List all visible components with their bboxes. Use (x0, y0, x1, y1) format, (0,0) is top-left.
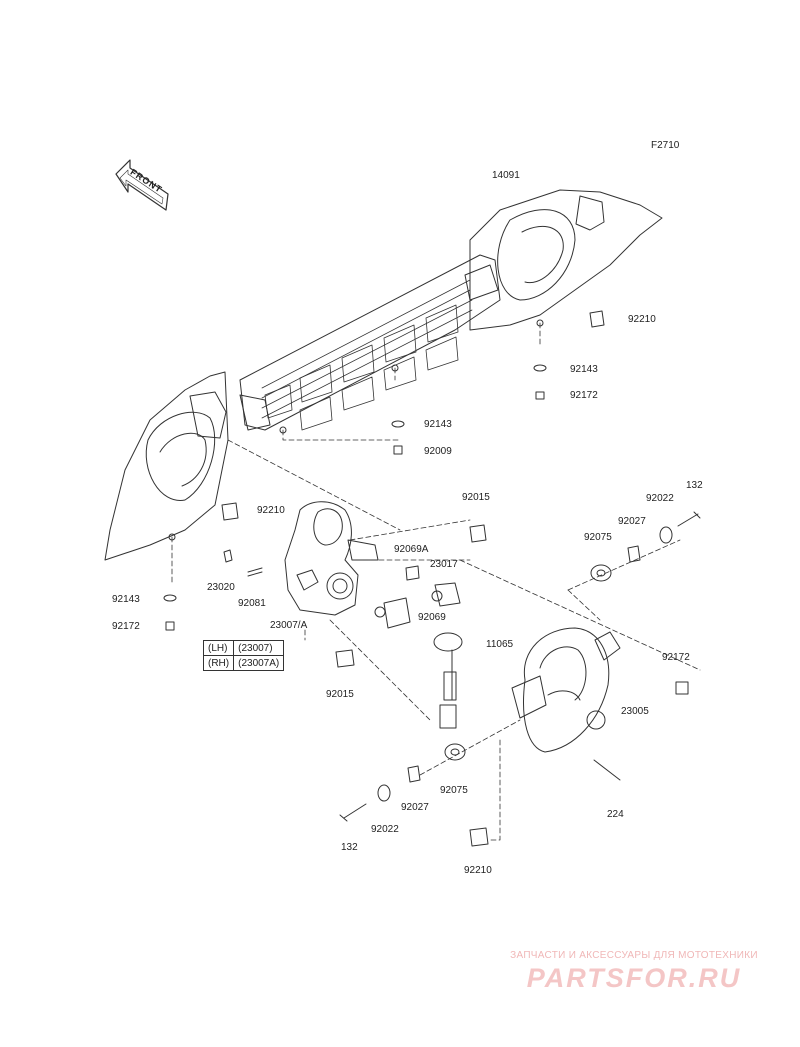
part-label-92027-top: 92027 (618, 516, 646, 527)
part-label-92069A: 92069A (394, 544, 429, 555)
variant-table: (LH) (23007) (RH) (23007A) (202, 640, 285, 671)
headlight-23005 (511, 627, 621, 753)
part-label-92075-top: 92075 (584, 532, 612, 543)
bolt-132-top (677, 511, 701, 527)
part-label-92143-left: 92143 (112, 594, 140, 605)
front-direction-arrow (115, 159, 169, 211)
bolt-92009 (393, 445, 403, 455)
washer-92143-center (391, 420, 405, 428)
collar-92027-top (627, 545, 641, 563)
part-label-92022-bottom: 92022 (371, 824, 399, 835)
washer-92022-top (659, 526, 673, 544)
part-label-23020: 23020 (207, 582, 235, 593)
part-label-92172-right: 92172 (570, 390, 598, 401)
part-label-23017: 23017 (430, 559, 458, 570)
bolt-132-bottom (339, 803, 367, 822)
part-label-92143-center: 92143 (424, 419, 452, 430)
nut-92210-left (221, 502, 239, 521)
part-label-92022-top: 92022 (646, 493, 674, 504)
nut-92069A (405, 565, 420, 581)
bulb-23017 (431, 582, 461, 607)
front-arrow-label: FRONT (129, 167, 165, 195)
headlight-housing-23007 (284, 501, 379, 616)
grommet-92075-bottom (444, 743, 466, 761)
part-label-92210-right: 92210 (628, 314, 656, 325)
variant-side: (LH) (202, 640, 235, 656)
part-label-11065: 11065 (486, 639, 514, 650)
grommet-92075-top (590, 564, 612, 582)
watermark-logo: PARTSFOR.RU (526, 963, 742, 993)
variant-part: (23007) (233, 640, 285, 656)
variant-row: (LH) (23007) (202, 640, 285, 656)
bolt-92172-right (535, 391, 545, 400)
part-label-92069: 92069 (418, 612, 446, 623)
part-label-92210-left: 92210 (257, 505, 285, 516)
washer-92022-bottom (377, 784, 391, 802)
clip-92015-top (469, 524, 487, 543)
part-label-23007-A: 23007/A (270, 620, 308, 631)
screw-23020 (223, 549, 233, 563)
upper-cowl-14091 (104, 189, 663, 561)
part-label-92143-right: 92143 (570, 364, 598, 375)
nut-92210-right (589, 310, 605, 328)
bolt-224 (593, 759, 621, 781)
washer-92143-left (163, 594, 177, 602)
part-label-14091: 14091 (492, 170, 520, 181)
washer-92143-right (533, 364, 547, 372)
part-label-92172-mid: 92172 (662, 652, 690, 663)
spring-92081 (247, 567, 263, 577)
part-label-132-bottom: 132 (341, 842, 358, 853)
variant-side: (RH) (202, 655, 235, 671)
nut-92210-bottom (469, 827, 489, 847)
front-arrow-text: FRONT (129, 167, 165, 195)
part-label-224: 224 (607, 809, 624, 820)
variant-part: (23007A) (233, 655, 285, 671)
part-label-92172-left: 92172 (112, 621, 140, 632)
part-label-92015-top: 92015 (462, 492, 490, 503)
variant-row: (RH) (23007A) (202, 655, 285, 671)
part-label-92009: 92009 (424, 446, 452, 457)
bolt-92172-left (165, 621, 175, 631)
part-label-92027-bottom: 92027 (401, 802, 429, 813)
watermark-caption: ЗАПЧАСТИ И АКСЕССУАРЫ ДЛЯ МОТОТЕХНИКИ (510, 950, 758, 961)
clip-92015-bottom (335, 649, 355, 668)
part-label-23005: 23005 (621, 706, 649, 717)
part-label-92075-bottom: 92075 (440, 785, 468, 796)
bolt-92172-mid (675, 681, 689, 695)
collar-92027-bottom (407, 765, 421, 783)
part-label-92081: 92081 (238, 598, 266, 609)
assembly-lines (171, 322, 701, 841)
socket-11065 (433, 632, 463, 729)
part-label-132-top: 132 (686, 480, 703, 491)
part-label-92015-bottom: 92015 (326, 689, 354, 700)
figure-code: F2710 (651, 140, 680, 151)
bulb-92069 (374, 597, 411, 629)
part-label-92210-bottom: 92210 (464, 865, 492, 876)
watermark: ЗАПЧАСТИ И АКСЕССУАРЫ ДЛЯ МОТОТЕХНИКИ PA… (484, 950, 784, 994)
